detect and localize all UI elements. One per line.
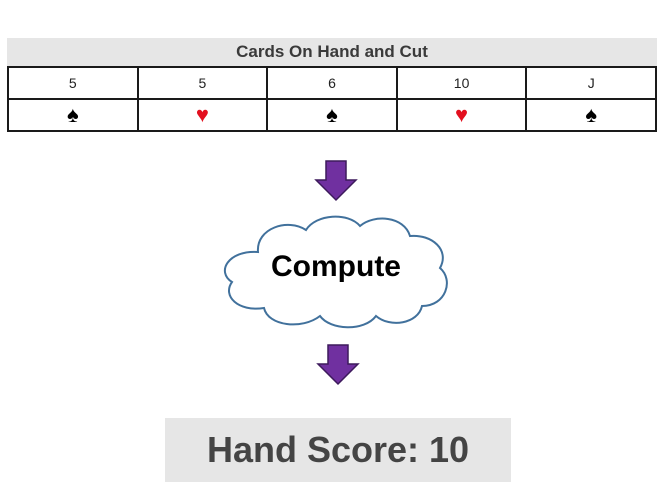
heart-icon: ♥: [195, 102, 209, 127]
card-5-rank: J: [525, 66, 657, 100]
cloud-shape: [223, 215, 448, 329]
heart-icon: ♥: [455, 102, 469, 127]
down-arrow-icon: [314, 160, 358, 202]
suit-row: ♠ ♥ ♠ ♥ ♠: [7, 98, 657, 132]
spade-icon: ♠: [326, 102, 338, 127]
compute-cloud: Compute: [218, 210, 454, 332]
card-2-rank: 5: [136, 66, 269, 100]
rank-row: 5 5 6 10 J: [7, 66, 657, 100]
spade-icon: ♠: [585, 102, 598, 127]
card-4-suit: ♥: [395, 98, 528, 132]
card-3-rank: 6: [266, 66, 398, 100]
hand-score-box: Hand Score: 10: [165, 418, 511, 482]
card-2-suit: ♥: [136, 98, 269, 132]
cards-title: Cards On Hand and Cut: [7, 38, 657, 66]
compute-label: Compute: [271, 250, 401, 283]
cards-table: 5 5 6 10 J ♠ ♥ ♠ ♥ ♠: [7, 66, 657, 132]
card-1-rank: 5: [7, 66, 139, 100]
card-5-suit: ♠: [525, 98, 657, 132]
card-3-suit: ♠: [266, 98, 398, 132]
card-1-suit: ♠: [7, 98, 139, 132]
card-4-rank: 10: [395, 66, 528, 100]
spade-icon: ♠: [66, 102, 79, 127]
hand-score-label: Hand Score: 10: [206, 429, 470, 470]
down-arrow-icon: [316, 344, 360, 386]
cards-panel: Cards On Hand and Cut 5 5 6 10 J ♠ ♥ ♠ ♥…: [7, 38, 657, 132]
